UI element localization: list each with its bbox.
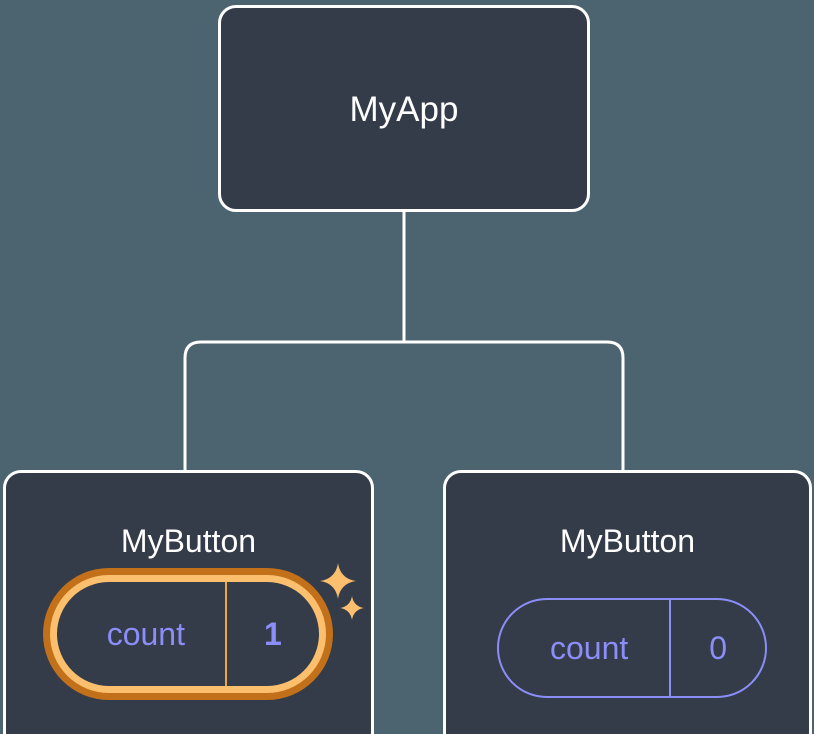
connector-branch-bus bbox=[183, 340, 625, 472]
node-mybutton-left[interactable]: MyButton count 1 bbox=[3, 470, 374, 734]
state-pill-right-divider bbox=[669, 600, 672, 696]
state-pill-right-value: 0 bbox=[709, 629, 728, 666]
state-pill-left-key: count bbox=[106, 615, 185, 652]
node-mybutton-left-title: MyButton bbox=[120, 523, 257, 559]
state-pill-left-core: count 1 bbox=[57, 582, 319, 686]
state-pill-right[interactable]: count 0 bbox=[497, 598, 767, 698]
state-pill-left-value: 1 bbox=[263, 615, 282, 652]
node-mybutton-right[interactable]: MyButton count 0 bbox=[443, 470, 812, 734]
state-pill-left-highlighted[interactable]: count 1 bbox=[43, 568, 333, 700]
state-pill-right-key: count bbox=[549, 629, 629, 666]
node-myapp[interactable]: MyApp bbox=[218, 5, 590, 212]
node-myapp-title: MyApp bbox=[349, 90, 459, 129]
state-pill-left-inner-ring: count 1 bbox=[50, 575, 326, 693]
state-pill-left-divider bbox=[224, 582, 227, 686]
node-mybutton-right-title: MyButton bbox=[559, 523, 696, 559]
